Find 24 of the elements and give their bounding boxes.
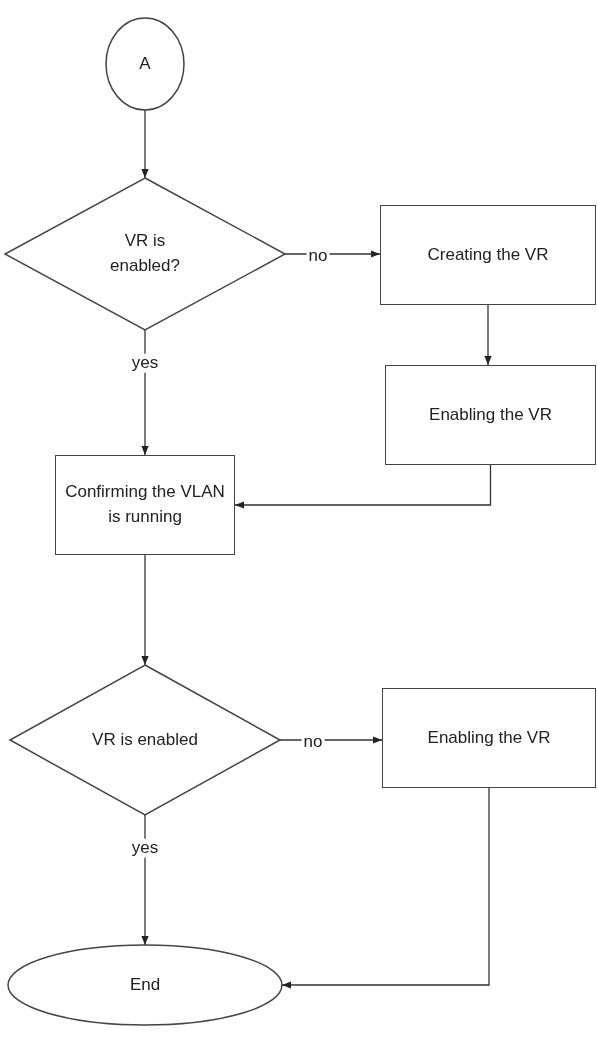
node-label: A: [139, 52, 151, 75]
node-label: End: [129, 973, 161, 996]
arrow: [141, 554, 149, 666]
decision-diamond: [5, 178, 285, 330]
arrow: [284, 250, 381, 258]
node-label: Confirming the VLAN is running: [64, 481, 226, 528]
node-label: VR is enabled?: [109, 230, 181, 277]
process-box: [55, 455, 235, 555]
terminal-ellipse: [8, 945, 282, 1025]
node-label: Enabling the VR: [429, 403, 552, 426]
node-label: Enabling the VR: [427, 726, 551, 749]
terminal-ellipse: [106, 18, 184, 110]
decision-diamond: [10, 665, 280, 815]
process-box: [385, 365, 596, 465]
process-box: [380, 205, 596, 305]
node-label: Creating the VR: [427, 243, 549, 266]
node-label: VR is enabled: [92, 728, 198, 751]
arrow: [281, 787, 490, 989]
arrow: [484, 304, 492, 366]
process-box: [382, 688, 596, 788]
edge-label: yes: [129, 353, 161, 373]
edge-label: yes: [129, 838, 161, 858]
arrow: [234, 464, 492, 509]
arrow: [141, 109, 149, 179]
